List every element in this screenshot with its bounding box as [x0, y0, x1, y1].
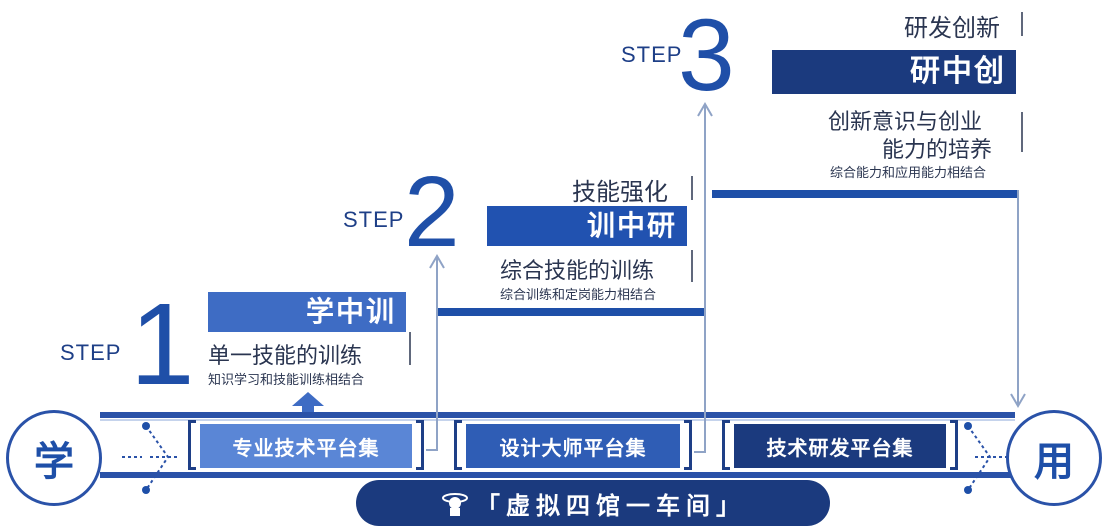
learn-circle: 学 [6, 410, 102, 506]
step2-word: STEP [343, 207, 405, 232]
step3-number: 3 [678, 0, 735, 112]
mascot-icon [442, 493, 468, 516]
bracket-left [188, 420, 196, 470]
bracket-right [416, 420, 424, 470]
connector-dot [964, 486, 972, 494]
step1-to-step2-bar [437, 308, 705, 316]
learn-label: 学 [34, 439, 74, 485]
apply-label: 用 [1034, 439, 1074, 485]
arrow-to-step2 [426, 258, 438, 451]
bracket-left [454, 420, 462, 470]
bracket-right [950, 420, 958, 470]
step3-subtitle-line1: 创新意识与创业 [828, 110, 983, 135]
connector-dot [964, 422, 972, 430]
bracket-right [684, 420, 692, 470]
connector-dot [142, 486, 150, 494]
bottom-banner: 「虚拟四馆一车间」 [356, 480, 830, 526]
arrow-to-step3 [694, 104, 706, 453]
step3-title: 研中创 [772, 50, 1016, 94]
strip-bottom-band [100, 472, 1015, 478]
bracket-left [722, 420, 730, 470]
step3-heading: 研发创新 [904, 14, 1000, 42]
step2-heading: 技能强化 [572, 178, 668, 206]
step2-to-step3-bar [712, 190, 1018, 198]
step3-desc: 综合能力和应用能力相结合 [830, 166, 987, 181]
up-arrow-icon [292, 392, 324, 406]
step1-title: 学中训 [208, 292, 406, 332]
step2-subtitle: 综合技能的训练 [500, 259, 655, 284]
connector-dot [142, 422, 150, 430]
step1-word: STEP [60, 340, 122, 365]
platform-tech-rd: 技术研发平台集 [734, 424, 946, 468]
step1-subtitle: 单一技能的训练 [208, 344, 363, 369]
step3-subtitle-line2: 能力的培养 [882, 138, 993, 163]
platform-design-master: 设计大师平台集 [466, 424, 680, 468]
platform-professional-tech: 专业技术平台集 [200, 424, 412, 468]
step1-number: 1 [130, 279, 195, 409]
apply-circle: 用 [1006, 410, 1102, 506]
step2-desc: 综合训练和定岗能力相结合 [500, 288, 657, 303]
strip-top-band [100, 412, 1015, 418]
step2-number: 2 [404, 156, 460, 268]
step1-desc: 知识学习和技能训练相结合 [208, 373, 365, 388]
step3-word: STEP [621, 42, 683, 67]
bottom-banner-label: 「虚拟四馆一车间」 [476, 491, 746, 520]
step2-title: 训中研 [487, 206, 687, 246]
